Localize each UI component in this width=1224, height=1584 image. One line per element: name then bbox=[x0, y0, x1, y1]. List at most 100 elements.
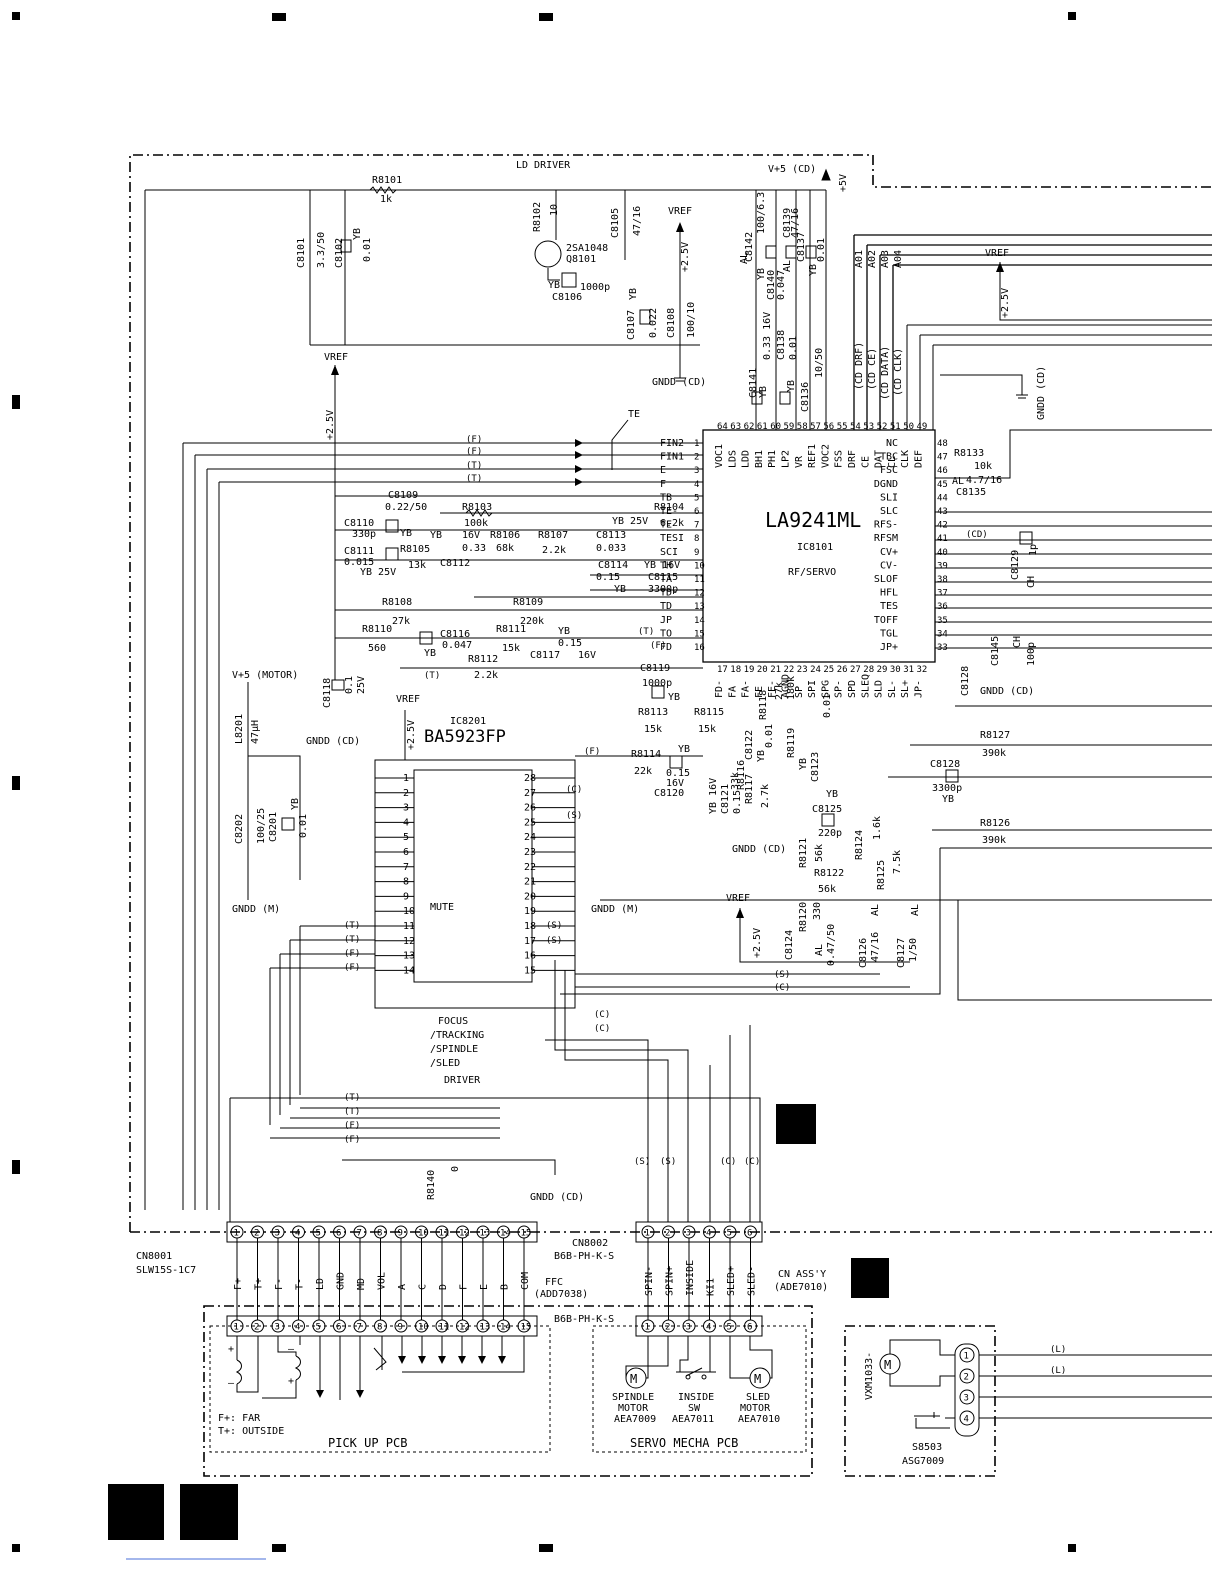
svg-text:0.01: 0.01 bbox=[298, 814, 309, 838]
svg-text:C8112: C8112 bbox=[440, 558, 470, 569]
ic8101-pin-number: 55 bbox=[837, 422, 848, 432]
svg-text:(T): (T) bbox=[466, 461, 482, 471]
inside-switch-icon: INSIDE SW AEA7011 bbox=[672, 1336, 716, 1425]
svg-text:M: M bbox=[630, 1372, 637, 1386]
svg-text:100p: 100p bbox=[1026, 642, 1037, 666]
ic8201-pin-number: 24 bbox=[524, 832, 536, 843]
svg-text:16V: 16V bbox=[666, 778, 684, 789]
ic8101-pin-name: SL- bbox=[887, 680, 898, 698]
connector-pin-number: 8 bbox=[377, 1229, 382, 1239]
ic8101-pin-name: CV+ bbox=[880, 547, 898, 558]
svg-text:(F): (F) bbox=[584, 747, 600, 757]
svg-text:/SPINDLE: /SPINDLE bbox=[430, 1044, 478, 1055]
ic8101-pin-number: 11 bbox=[694, 575, 705, 585]
registration-marks bbox=[12, 12, 1076, 1552]
ic8101-pin-name: TA bbox=[660, 574, 672, 585]
connector-pin bbox=[333, 1319, 346, 1333]
svg-text:FOCUS: FOCUS bbox=[438, 1016, 468, 1027]
ic8101-pin-name: LP2 bbox=[781, 450, 792, 468]
svg-text:330p: 330p bbox=[352, 529, 376, 540]
ic8101-pin-number: 59 bbox=[784, 422, 795, 432]
svg-text:R8113: R8113 bbox=[638, 707, 668, 718]
ic8101-pin-number: 23 bbox=[797, 665, 808, 675]
ic8101-pin-number: 39 bbox=[937, 561, 948, 571]
svg-text:–: – bbox=[228, 1378, 235, 1389]
svg-text:(CD CE): (CD CE) bbox=[867, 348, 878, 390]
ic8201-pin-number: 25 bbox=[524, 817, 536, 828]
svg-text:C8140: C8140 bbox=[766, 270, 777, 300]
ic8101-pin-number: 27 bbox=[850, 665, 861, 675]
connector-pin-number: 13 bbox=[480, 1323, 491, 1333]
ic8101-pin-name: SPI bbox=[807, 680, 818, 698]
svg-text:VREF: VREF bbox=[726, 893, 750, 904]
svg-text:2.7k: 2.7k bbox=[760, 784, 771, 808]
ic8101-pin-number: 38 bbox=[937, 575, 948, 585]
connector-pin-number: 2 bbox=[665, 1229, 670, 1239]
connector-pin-label: VOL bbox=[377, 1272, 388, 1290]
ic8101-pin-number: 1 bbox=[694, 439, 699, 449]
svg-text:A04: A04 bbox=[893, 250, 904, 268]
ic8201-pin-number: 18 bbox=[524, 921, 536, 932]
svg-text:M: M bbox=[754, 1372, 761, 1386]
loading-pin-number: 4 bbox=[964, 1415, 969, 1425]
ic8101-pin-number: 3 bbox=[694, 466, 699, 476]
ic8101-pin-number: 25 bbox=[823, 665, 834, 675]
svg-text:C8119: C8119 bbox=[640, 663, 670, 674]
svg-text:S8503: S8503 bbox=[912, 1442, 942, 1453]
cn8001: 1F+2T+3F-4T-5LD6GND7MD8VOL9A10C11D12F13E… bbox=[136, 1221, 538, 1290]
connector-pin-number: 4 bbox=[706, 1229, 711, 1239]
ic8101-pin-number: 7 bbox=[694, 521, 699, 531]
svg-text:AL: AL bbox=[952, 476, 964, 487]
ic8101-pin-name: BH1 bbox=[754, 450, 765, 468]
ic8201-pin-number: 21 bbox=[524, 877, 536, 888]
connector-pin-number: 5 bbox=[316, 1323, 321, 1333]
connector-pin-number: 7 bbox=[357, 1323, 362, 1333]
svg-text:GNDD (CD): GNDD (CD) bbox=[530, 1192, 584, 1203]
board-outline bbox=[129, 154, 1212, 1233]
ic8101-pin-name: LDD bbox=[741, 450, 752, 468]
svg-text:100/25: 100/25 bbox=[256, 808, 267, 844]
svg-text:(S): (S) bbox=[546, 921, 562, 931]
svg-text:C8102: C8102 bbox=[334, 238, 345, 268]
connector-pin bbox=[230, 1319, 244, 1333]
ic8101-pin-name: SL+ bbox=[900, 680, 911, 698]
connector-pin-label: E bbox=[479, 1284, 490, 1290]
svg-text:+2.5V: +2.5V bbox=[752, 928, 763, 958]
ic8101-pin-name: REF1 bbox=[807, 444, 818, 468]
svg-text:C8138: C8138 bbox=[776, 330, 787, 360]
connector-pin bbox=[374, 1319, 387, 1333]
svg-text:YB: YB bbox=[628, 288, 639, 300]
svg-text:AEA7009: AEA7009 bbox=[614, 1414, 656, 1425]
svg-text:(S): (S) bbox=[546, 936, 562, 946]
svg-text:C8114: C8114 bbox=[598, 560, 628, 571]
svg-text:C8124: C8124 bbox=[784, 930, 795, 960]
svg-text:R8106: R8106 bbox=[490, 530, 520, 541]
ic8101-pin-number: 49 bbox=[917, 422, 928, 432]
svg-text:AEA7011: AEA7011 bbox=[672, 1414, 714, 1425]
svg-text:SERVO MECHA PCB: SERVO MECHA PCB bbox=[630, 1436, 738, 1450]
svg-text:R8115: R8115 bbox=[694, 707, 724, 718]
ic8101-pin-name: HFL bbox=[880, 588, 898, 599]
ic8101-pin-number: 63 bbox=[730, 422, 741, 432]
ic8101-pin-number: 16 bbox=[694, 643, 705, 653]
svg-text:15k: 15k bbox=[698, 724, 716, 735]
svg-text:GNDD (CD): GNDD (CD) bbox=[980, 686, 1034, 697]
connector-pin-number: 1 bbox=[645, 1229, 650, 1239]
svg-text:C8201: C8201 bbox=[268, 812, 279, 842]
connector-pin bbox=[251, 1319, 264, 1333]
svg-text:C8128: C8128 bbox=[960, 666, 971, 696]
svg-text:16V: 16V bbox=[578, 650, 596, 661]
svg-text:0.33: 0.33 bbox=[462, 543, 486, 554]
svg-text:C8117: C8117 bbox=[530, 650, 560, 661]
svg-text:100/6.3: 100/6.3 bbox=[756, 192, 767, 234]
svg-text:R8124: R8124 bbox=[854, 830, 865, 860]
ic8101-pin-number: 47 bbox=[937, 453, 948, 463]
connector-pin-number: 15 bbox=[521, 1229, 532, 1239]
connector-pin-number: 2 bbox=[254, 1229, 259, 1239]
ic8201-pin-number: 27 bbox=[524, 788, 536, 799]
connector-pin-number: 13 bbox=[480, 1229, 491, 1239]
svg-text:YB: YB bbox=[290, 798, 301, 810]
svg-text:+2.5V: +2.5V bbox=[680, 242, 691, 272]
loading-pin bbox=[959, 1347, 975, 1363]
svg-text:R8119: R8119 bbox=[786, 728, 797, 758]
